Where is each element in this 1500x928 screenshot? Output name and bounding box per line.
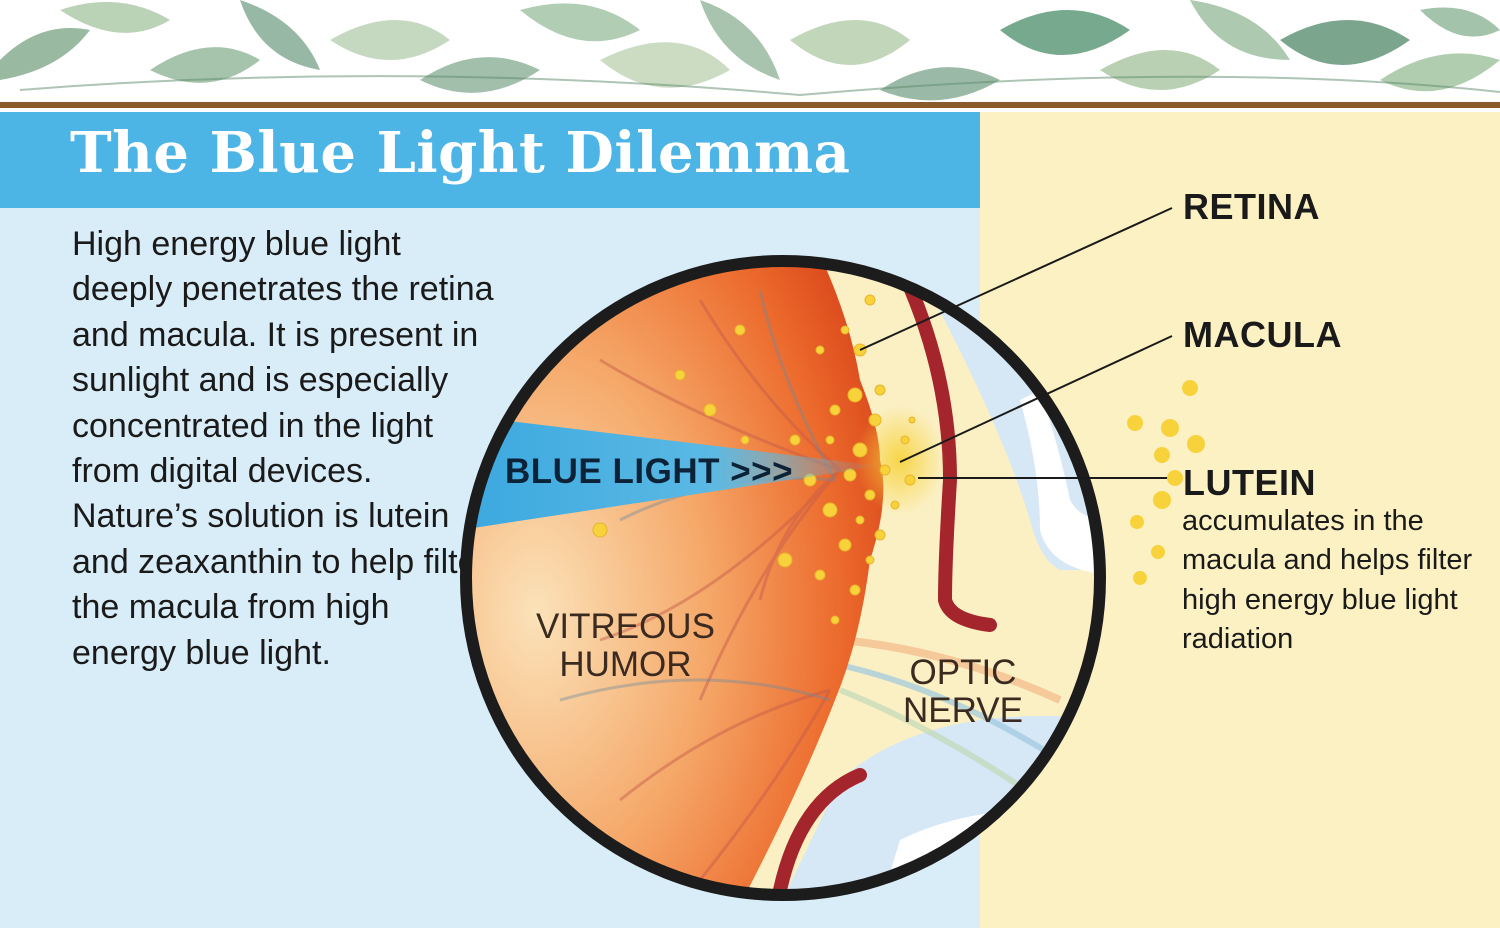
- blue-light-label: BLUE LIGHT >>>: [505, 452, 794, 491]
- leaf-decoration: [0, 0, 1500, 101]
- title-bar: [0, 112, 980, 208]
- lutein-callout: LUTEIN: [1183, 462, 1316, 503]
- macula-leader-line: [899, 335, 1173, 463]
- banner-divider: [0, 102, 1500, 108]
- body-text: High energy blue light deeply penetrates…: [72, 225, 494, 672]
- page-title: The Blue Light Dilemma: [70, 120, 851, 186]
- retina-leader-line: [859, 207, 1173, 351]
- macula-callout: MACULA: [1183, 314, 1342, 355]
- optic-nerve-label: OPTIC NERVE: [903, 653, 1023, 730]
- lutein-particles: [1127, 380, 1205, 585]
- leaf-banner: [0, 0, 1500, 108]
- lutein-description: accumulates in the macula and helps filt…: [1182, 505, 1473, 655]
- lens-ring: [460, 255, 1106, 901]
- vitreous-humor-label: VITREOUS HUMOR: [536, 607, 715, 684]
- eye-cross-section: [466, 261, 1100, 895]
- retina-callout: RETINA: [1183, 186, 1320, 227]
